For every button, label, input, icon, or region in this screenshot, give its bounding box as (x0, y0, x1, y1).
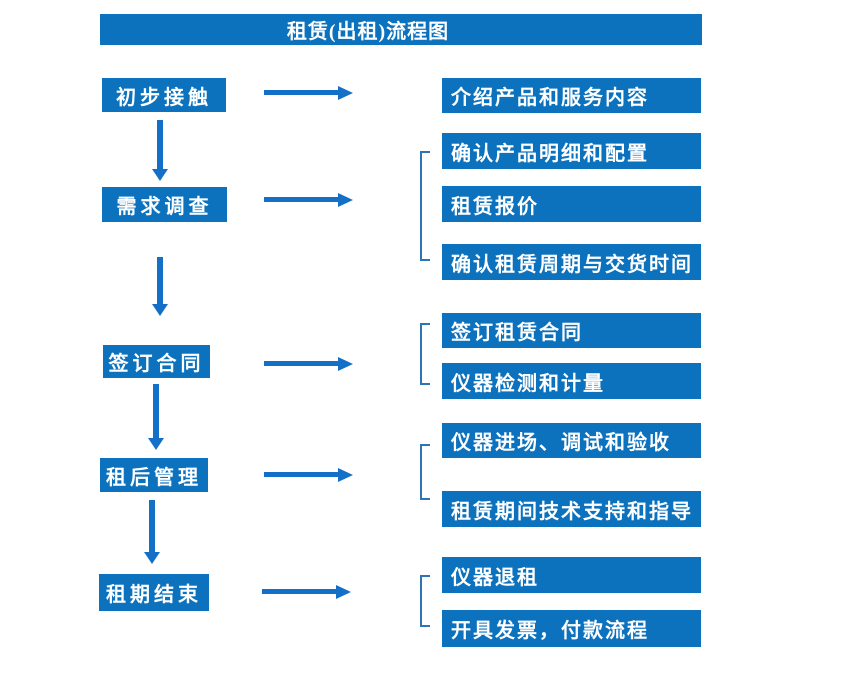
detail-introduce-products-services: 介绍产品和服务内容 (442, 78, 701, 113)
down-arrow-1 (157, 120, 163, 169)
step-demand-survey: 需求调查 (102, 187, 227, 222)
diagram-title: 租赁(出租)流程图 (286, 21, 450, 43)
detail-instrument-return: 仪器退租 (442, 557, 701, 593)
group-bracket-1 (420, 151, 430, 261)
detail-instrument-inspection-metering: 仪器检测和计量 (442, 363, 701, 399)
step-sign-contract: 签订合同 (103, 345, 210, 378)
detail-instrument-entry-debug-acceptance: 仪器进场、调试和验收 (442, 423, 701, 458)
down-arrow-4 (149, 500, 155, 552)
right-arrow-1 (264, 90, 338, 95)
detail-confirm-rental-period-delivery-time: 确认租赁周期与交货时间 (442, 244, 701, 280)
right-arrow-5 (262, 589, 336, 594)
detail-sign-rental-contract: 签订租赁合同 (442, 313, 701, 348)
detail-invoice-payment-process: 开具发票，付款流程 (442, 610, 701, 647)
group-bracket-2 (420, 323, 430, 385)
right-arrow-3 (264, 361, 338, 366)
down-arrow-3 (153, 384, 159, 438)
group-bracket-4 (420, 575, 430, 627)
detail-rental-quotation: 租赁报价 (442, 186, 701, 222)
step-initial-contact: 初步接触 (102, 78, 226, 112)
title-banner: 租赁(出租)流程图 (100, 14, 702, 45)
right-arrow-2 (264, 197, 338, 202)
down-arrow-2 (157, 257, 163, 304)
group-bracket-3 (420, 444, 430, 500)
detail-rental-technical-support-guidance: 租赁期间技术支持和指导 (442, 491, 701, 527)
step-rental-period-end: 租期结束 (99, 574, 209, 611)
step-post-rental-management: 租后管理 (100, 458, 208, 492)
detail-confirm-product-details-config: 确认产品明细和配置 (442, 133, 701, 169)
right-arrow-4 (264, 472, 338, 477)
